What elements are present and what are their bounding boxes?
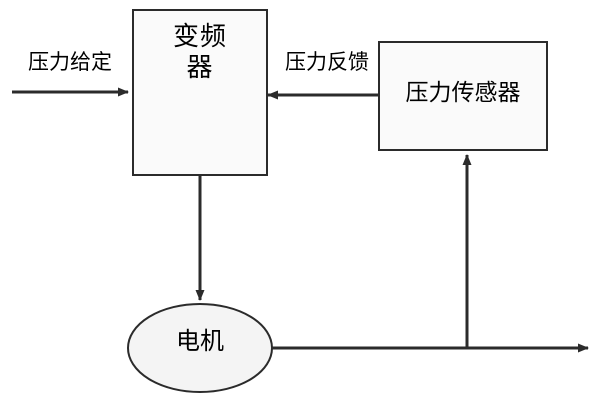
edge-setpoint-label: 压力给定	[28, 50, 112, 74]
edge-feedback-label: 压力反馈	[285, 50, 369, 74]
node-inverter-label: 变频 器	[172, 22, 227, 83]
node-motor-label: 电机	[176, 327, 224, 355]
node-inverter-box	[132, 9, 268, 176]
node-sensor-label: 压力传感器	[405, 80, 521, 106]
node-sensor-box	[378, 41, 548, 151]
